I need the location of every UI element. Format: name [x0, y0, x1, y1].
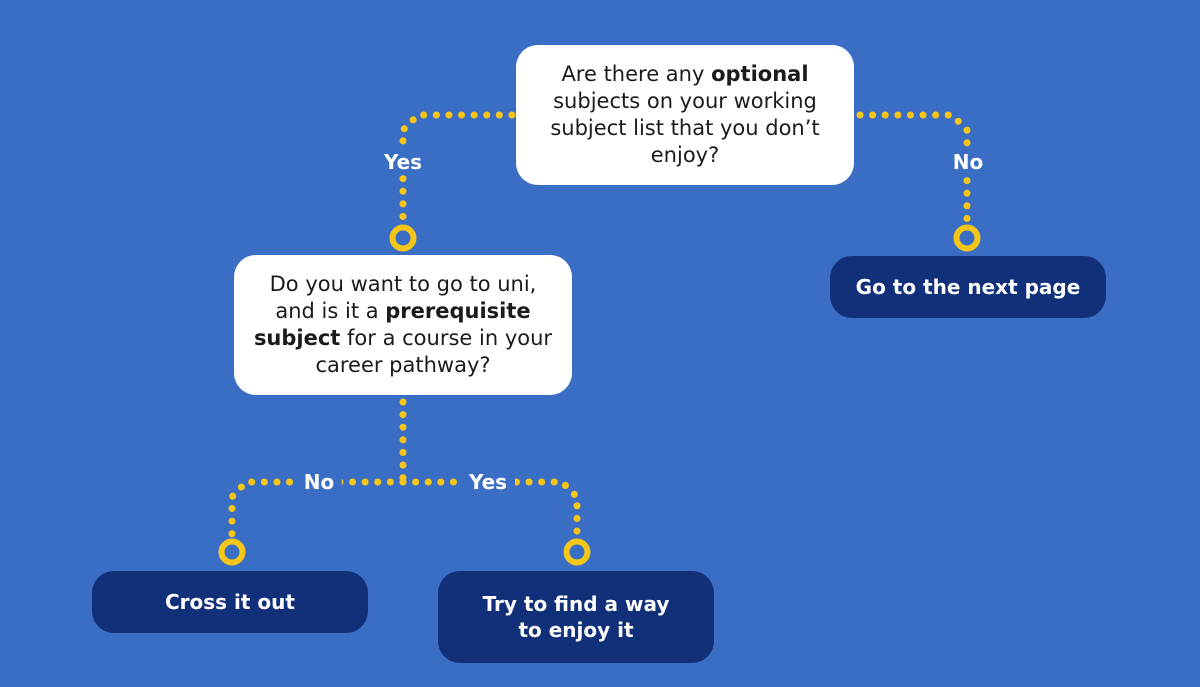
outcome-label: Cross it out — [165, 590, 295, 614]
branch-label-q2-yes: Yes — [460, 470, 516, 494]
outcome-label-line-2: to enjoy it — [518, 618, 634, 642]
branch-label-q2-no: No — [295, 470, 343, 494]
outcome-try-to-enjoy: Try to find a way to enjoy it — [438, 571, 714, 663]
outcome-label: Go to the next page — [855, 275, 1081, 299]
connector-end-q2-yes — [563, 538, 591, 566]
question-emphasis: prerequisite subject — [253, 299, 531, 350]
question-prerequisite-subject: Do you want to go to uni, and is it a pr… — [234, 255, 572, 395]
question-optional-subjects: Are there any optional subjects on your … — [516, 45, 854, 185]
connector-end-q1-yes — [389, 224, 417, 252]
question-text-part: subjects on your working subject list th… — [550, 89, 820, 167]
question-text-part: Do you want to go to uni, and is it a — [269, 272, 537, 323]
connector-q2-yes — [399, 478, 581, 540]
question-text-part: for a course in your career pathway? — [315, 326, 553, 377]
branch-label-q1-yes: Yes — [375, 150, 431, 174]
connector-end-q2-no — [218, 538, 246, 566]
outcome-label-line-1: Try to find a way — [482, 592, 670, 616]
question-text: Do you want to go to uni, and is it a pr… — [252, 271, 554, 379]
outcome-go-to-next-page: Go to the next page — [830, 256, 1106, 318]
connector-q1-no — [856, 111, 971, 226]
question-emphasis: optional — [711, 62, 809, 86]
outcome-cross-it-out: Cross it out — [92, 571, 368, 633]
connector-q1-yes — [399, 111, 516, 226]
connector-end-q1-no — [953, 224, 981, 252]
question-text: Are there any optional subjects on your … — [534, 61, 836, 169]
branch-label-q1-no: No — [944, 150, 992, 174]
question-text-part: Are there any — [561, 62, 712, 86]
